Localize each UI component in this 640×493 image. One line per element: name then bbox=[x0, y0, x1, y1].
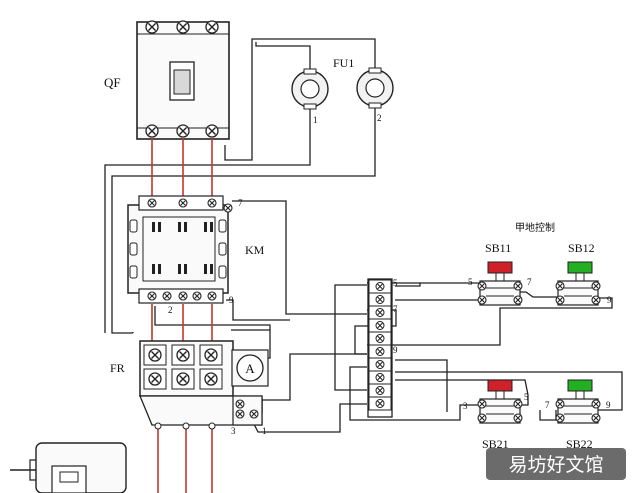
km-label: KM bbox=[245, 243, 265, 257]
motor bbox=[10, 442, 127, 493]
watermark-text: 易坊好文馆 bbox=[508, 454, 603, 476]
power-wiring bbox=[151, 138, 213, 493]
fu1-label: FU1 bbox=[333, 56, 354, 70]
sb12-terminal-9: 9 bbox=[607, 295, 612, 305]
km-terminal-9: 9 bbox=[229, 295, 234, 305]
sb22-terminal-7: 7 bbox=[545, 400, 550, 410]
sb11-label: SB11 bbox=[485, 241, 511, 255]
strip-terminal-9: 9 bbox=[393, 345, 398, 355]
sb12-label: SB12 bbox=[568, 241, 595, 255]
sb21-label: SB21 bbox=[482, 437, 509, 451]
contactor-km bbox=[127, 195, 233, 304]
ammeter-symbol: A bbox=[245, 361, 255, 376]
button-sb22 bbox=[555, 379, 601, 424]
terminal-strip bbox=[367, 278, 393, 418]
fuse-fu1 bbox=[291, 67, 394, 110]
km-terminal-7: 7 bbox=[238, 198, 243, 208]
button-sb21 bbox=[477, 379, 523, 424]
fu1-terminal-2: 2 bbox=[377, 113, 382, 123]
thermal-relay-fr bbox=[139, 340, 263, 430]
breaker-qf bbox=[136, 20, 230, 140]
ammeter bbox=[231, 349, 269, 387]
fu1-terminal-1: 1 bbox=[313, 115, 318, 125]
fr-terminal-3: 3 bbox=[231, 426, 236, 436]
qf-label: QF bbox=[104, 75, 121, 90]
strip-terminal-5: 5 bbox=[393, 278, 398, 288]
sb11-terminal-5: 5 bbox=[468, 277, 473, 287]
sb22-label: SB22 bbox=[566, 437, 593, 451]
strip-terminal-7: 7 bbox=[393, 304, 398, 314]
fr-terminal-1: 1 bbox=[262, 426, 267, 436]
watermark: 易坊好文馆 bbox=[486, 448, 626, 480]
sb21-terminal-5: 5 bbox=[524, 392, 529, 402]
fr-label: FR bbox=[110, 361, 125, 375]
sb11-terminal-7: 7 bbox=[527, 277, 532, 287]
km-terminal-2: 2 bbox=[168, 305, 173, 315]
button-sb11 bbox=[477, 261, 523, 306]
sb22-terminal-9: 9 bbox=[606, 400, 611, 410]
local-control-title: 甲地控制 bbox=[515, 221, 555, 234]
button-sb12 bbox=[555, 261, 601, 306]
sb21-terminal-3: 3 bbox=[463, 401, 468, 411]
